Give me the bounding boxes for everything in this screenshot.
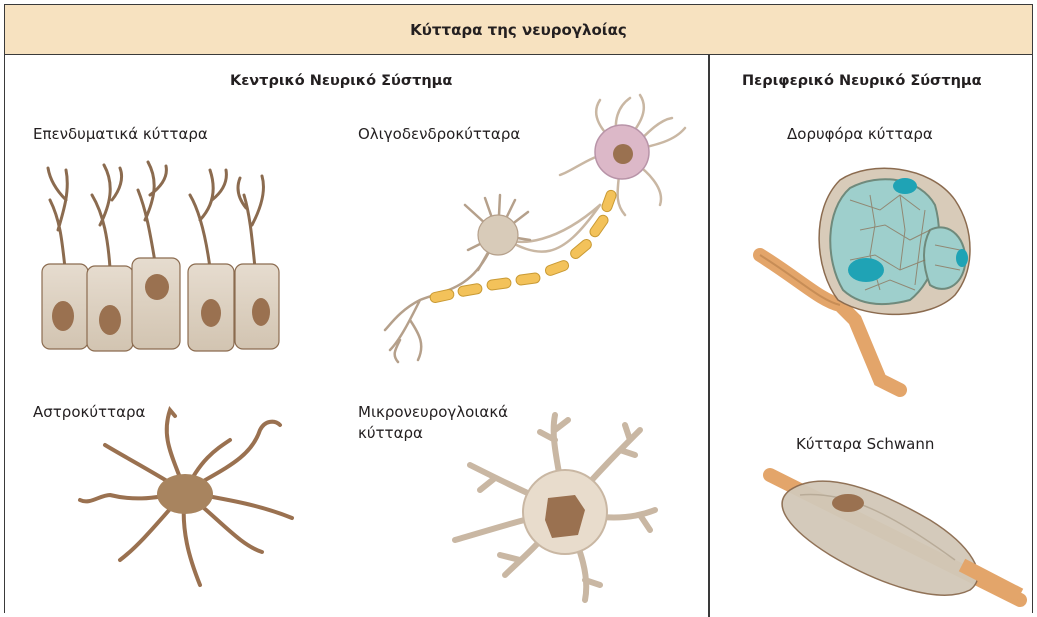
astrocyte-illustration [80, 410, 292, 585]
oligodendrocyte-illustration [385, 95, 685, 362]
schwann-cell-illustration [770, 475, 1020, 600]
ependymal-cell-bodies [42, 258, 279, 351]
satellite-cells-illustration [760, 168, 970, 390]
ependymal-cells-illustration [48, 162, 264, 268]
microglia-illustration [455, 415, 655, 600]
